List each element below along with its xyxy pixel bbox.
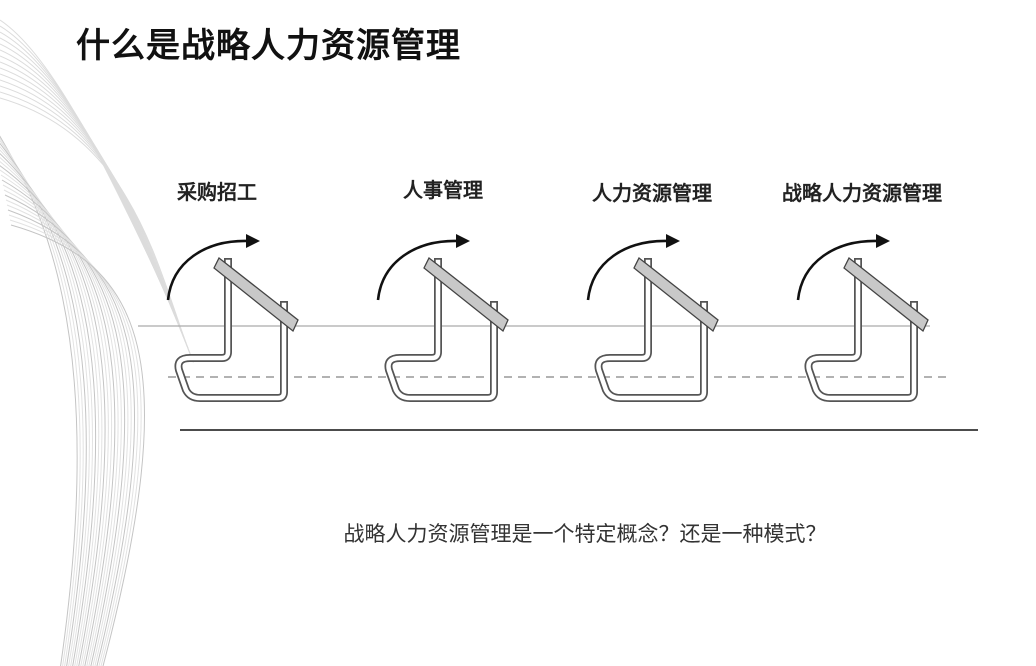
swirl-line <box>9 219 142 666</box>
curved-arrow-icon <box>376 239 459 301</box>
swirl-line <box>0 156 100 666</box>
hook-inner <box>596 259 707 401</box>
stage-2: 人事管理 <box>376 178 509 402</box>
swirl-line <box>7 209 136 666</box>
swirl-line <box>3 189 122 666</box>
swirl-line <box>0 146 90 666</box>
arrowhead-icon <box>666 234 680 248</box>
slanted-bar <box>213 256 299 333</box>
curved-arrow-icon <box>166 239 249 301</box>
swirl-line <box>0 165 106 666</box>
arrowhead-icon <box>456 234 470 248</box>
hook-inner <box>176 259 287 401</box>
stage-4: 战略人力资源管理 <box>782 181 942 402</box>
swirl-line <box>5 199 129 666</box>
stage-label: 人力资源管理 <box>592 181 712 205</box>
swirl-line <box>0 149 93 666</box>
swirl-line <box>6 204 132 666</box>
swirl-line <box>0 153 97 666</box>
swirl-line <box>8 214 139 666</box>
hook-inner <box>386 259 497 401</box>
swirl-line <box>1 179 116 666</box>
hook-inner <box>806 259 917 401</box>
swirl-line <box>2 184 119 666</box>
stage-3: 人力资源管理 <box>586 181 719 402</box>
question-text: 战略人力资源管理是一个特定概念？还是一种模式？ <box>343 522 827 546</box>
slide-title: 什么是战略人力资源管理 <box>76 26 461 66</box>
curved-arrow-icon <box>586 239 669 301</box>
swirl-line <box>0 174 113 666</box>
stage-label: 战略人力资源管理 <box>782 181 942 205</box>
arrowhead-icon <box>876 234 890 248</box>
swirl-line <box>0 160 103 666</box>
slanted-bar <box>633 256 719 333</box>
slanted-bar <box>423 256 509 333</box>
swirl-line <box>10 224 145 666</box>
arrowhead-icon <box>246 234 260 248</box>
slanted-bar <box>843 256 929 333</box>
stage-label: 采购招工 <box>177 180 257 204</box>
curved-arrow-icon <box>796 239 879 301</box>
stage-1: 采购招工 <box>166 180 299 402</box>
stage-label: 人事管理 <box>403 178 483 202</box>
swirl-line <box>0 169 109 666</box>
swirl-line <box>4 194 126 666</box>
